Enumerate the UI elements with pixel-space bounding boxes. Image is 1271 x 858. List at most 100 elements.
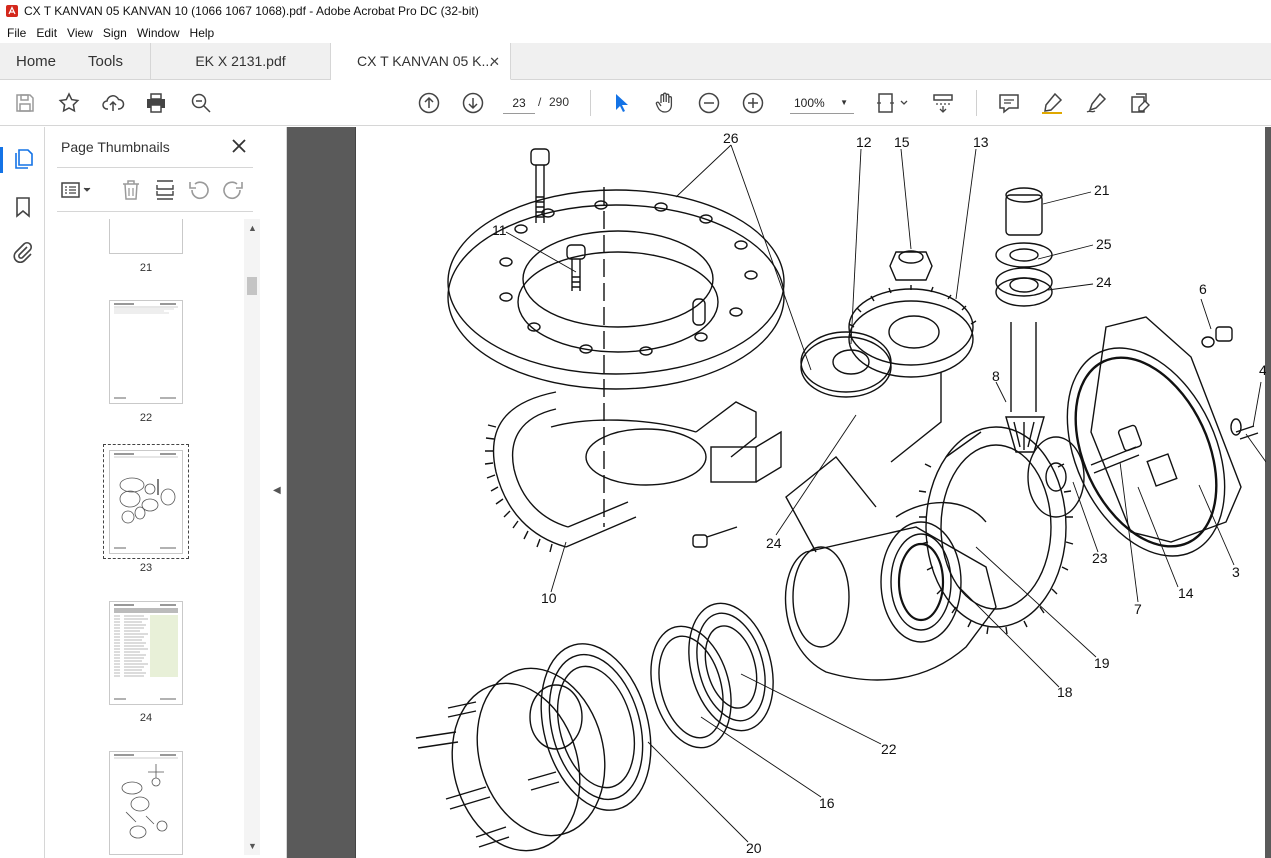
print-icon[interactable] xyxy=(144,91,168,115)
doc-tab-label: CX T KANVAN 05 K... xyxy=(357,53,494,69)
page-number-input[interactable] xyxy=(503,92,535,114)
callout-8: 8 xyxy=(992,368,1000,384)
callout-13: 13 xyxy=(973,134,989,150)
bookmarks-icon[interactable] xyxy=(11,195,35,219)
menu-sign[interactable]: Sign xyxy=(102,25,127,40)
thumbnail-scrollbar[interactable]: ▲ ▼ xyxy=(244,219,260,855)
zoom-in-icon[interactable] xyxy=(741,91,765,115)
tab-home[interactable]: Home xyxy=(16,52,57,70)
close-tab-icon[interactable]: ✕ xyxy=(489,54,500,69)
extract-page-icon[interactable] xyxy=(153,178,177,202)
scroll-up-icon[interactable]: ▲ xyxy=(248,223,257,233)
callout-4: 4 xyxy=(1259,362,1266,378)
close-panel-icon[interactable] xyxy=(229,136,249,156)
thumbnail-toolbar xyxy=(57,175,257,205)
sign-pen-icon[interactable] xyxy=(1084,91,1108,115)
page-total: 290 xyxy=(549,95,570,109)
tab-bar: Home Tools EK X 2131.pdf CX T KANVAN 05 … xyxy=(0,43,1271,80)
scroll-down-icon[interactable]: ▼ xyxy=(248,841,257,851)
menu-file[interactable]: File xyxy=(7,25,27,40)
callout-15: 15 xyxy=(894,134,910,150)
doc-tab-ek-x-2131[interactable]: EK X 2131.pdf xyxy=(151,43,331,79)
page-fit-icon[interactable] xyxy=(876,91,912,115)
title-bar: CX T KANVAN 05 KANVAN 10 (1066 1067 1068… xyxy=(0,0,1271,22)
thumbnail-list: 21 22 xyxy=(45,219,245,855)
panel-divider xyxy=(57,211,253,212)
page-thumbnails-panel: Page Thumbnails 21 xyxy=(45,127,267,858)
callout-7: 7 xyxy=(1134,601,1142,617)
next-page-icon[interactable] xyxy=(461,91,485,115)
zoom-level-select[interactable]: 100% ▼ xyxy=(790,92,854,114)
menu-edit[interactable]: Edit xyxy=(36,25,58,40)
page-thumbnails-icon[interactable] xyxy=(11,147,35,171)
zoom-level-value: 100% xyxy=(794,96,825,110)
panel-title: Page Thumbnails xyxy=(61,139,170,155)
thumbnail-page-21[interactable] xyxy=(109,219,183,254)
callout-20: 20 xyxy=(746,840,762,856)
comment-icon[interactable] xyxy=(997,91,1021,115)
save-icon[interactable] xyxy=(13,91,37,115)
navigation-rail xyxy=(0,127,45,858)
document-viewport[interactable]: 26 12 15 13 21 11 25 24 6 8 4 2 24 23 3 … xyxy=(287,127,1271,858)
exploded-parts-diagram: 26 12 15 13 21 11 25 24 6 8 4 2 24 23 3 … xyxy=(415,130,1266,856)
callout-24b: 24 xyxy=(766,535,782,551)
rotate-right-icon[interactable] xyxy=(221,178,245,202)
callout-10: 10 xyxy=(541,590,557,606)
attachments-paperclip-icon[interactable] xyxy=(11,240,35,264)
thumbnail-page-22[interactable] xyxy=(109,300,183,404)
menu-view[interactable]: View xyxy=(67,25,93,40)
thumbnail-label: 21 xyxy=(139,262,153,274)
panel-collapse-strip[interactable]: ◀ xyxy=(267,127,287,858)
select-cursor-icon[interactable] xyxy=(609,91,633,115)
callout-25: 25 xyxy=(1096,236,1112,252)
thumbnail-label: 24 xyxy=(139,712,153,724)
scroll-mode-icon[interactable] xyxy=(931,91,955,115)
chevron-down-icon: ▼ xyxy=(840,98,848,107)
callout-12: 12 xyxy=(856,134,872,150)
callout-26: 26 xyxy=(723,130,739,146)
window-title: CX T KANVAN 05 KANVAN 10 (1066 1067 1068… xyxy=(24,4,479,18)
acrobat-app-icon xyxy=(6,5,18,17)
thumbnail-page-24[interactable] xyxy=(109,601,183,705)
scroll-thumb[interactable] xyxy=(247,277,257,295)
delete-page-icon[interactable] xyxy=(119,178,143,202)
callout-3: 3 xyxy=(1232,564,1240,580)
zoom-search-icon[interactable] xyxy=(189,91,213,115)
rail-active-indicator xyxy=(0,147,3,173)
thumbnail-label: 22 xyxy=(139,412,153,424)
collapse-left-icon[interactable]: ◀ xyxy=(273,485,281,496)
callout-16: 16 xyxy=(819,795,835,811)
callout-14: 14 xyxy=(1178,585,1194,601)
thumbnail-page-25[interactable] xyxy=(109,751,183,855)
thumbnail-label: 23 xyxy=(139,562,153,574)
toolbar-divider xyxy=(590,90,591,116)
thumbnail-selection-frame xyxy=(103,444,189,559)
rotate-left-icon[interactable] xyxy=(187,178,211,202)
callout-6: 6 xyxy=(1199,281,1207,297)
pdf-page-23: 26 12 15 13 21 11 25 24 6 8 4 2 24 23 3 … xyxy=(355,127,1266,858)
thumbnail-page-23[interactable] xyxy=(109,450,183,554)
page-separator: / xyxy=(538,95,542,109)
tab-tools[interactable]: Tools xyxy=(72,43,151,79)
highlight-pen-icon[interactable] xyxy=(1040,91,1064,115)
bookmark-star-icon[interactable] xyxy=(57,91,81,115)
callout-23: 23 xyxy=(1092,550,1108,566)
toolbar-divider xyxy=(976,90,977,116)
thumbnail-options-icon[interactable] xyxy=(59,178,95,202)
callout-21: 21 xyxy=(1094,182,1110,198)
upload-cloud-icon[interactable] xyxy=(101,91,125,115)
callout-18: 18 xyxy=(1057,684,1073,700)
callout-22: 22 xyxy=(881,741,897,757)
zoom-out-icon[interactable] xyxy=(697,91,721,115)
menu-help[interactable]: Help xyxy=(189,25,215,40)
menu-bar: File Edit View Sign Window Help xyxy=(0,22,1271,43)
doc-tab-cx-t-kanvan[interactable]: CX T KANVAN 05 K... ✕ xyxy=(331,43,511,80)
menu-window[interactable]: Window xyxy=(136,25,180,40)
hand-tool-icon[interactable] xyxy=(653,91,677,115)
previous-page-icon[interactable] xyxy=(417,91,441,115)
callout-19: 19 xyxy=(1094,655,1110,671)
main-toolbar: / 290 100% ▼ xyxy=(0,80,1271,126)
callout-11: 11 xyxy=(492,222,507,238)
edit-tools-icon[interactable] xyxy=(1128,91,1152,115)
doc-tab-label: EK X 2131.pdf xyxy=(195,53,286,69)
